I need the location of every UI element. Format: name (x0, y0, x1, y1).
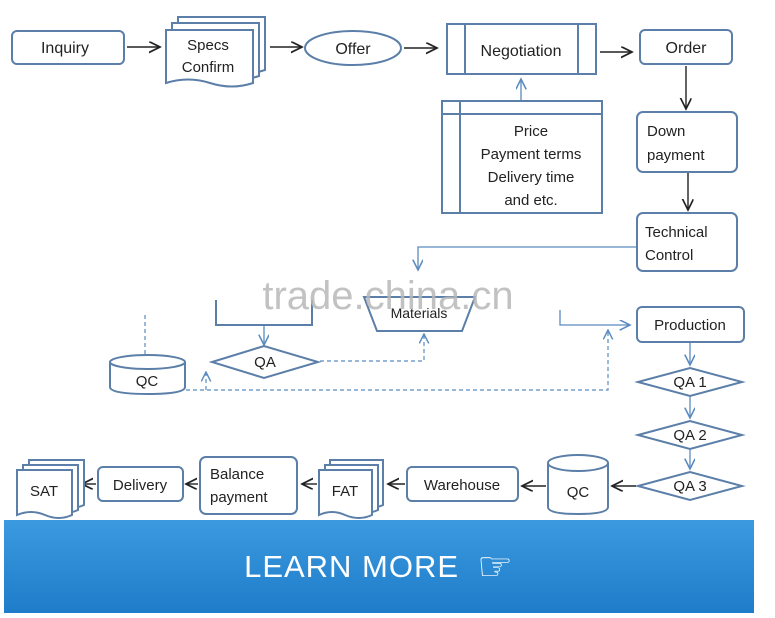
qc-bottom-node: QC (547, 454, 609, 516)
svg-text:QA 3: QA 3 (673, 478, 706, 495)
svg-text:Delivery: Delivery (113, 477, 168, 494)
technical-control-node: Technical Control (636, 212, 738, 272)
qa-node: QA (208, 344, 322, 380)
svg-text:Delivery time: Delivery time (488, 169, 575, 186)
qc-left-node: QC (109, 354, 186, 396)
svg-text:payment: payment (647, 147, 705, 164)
svg-text:QA 1: QA 1 (673, 374, 706, 391)
inquiry-node: Inquiry (11, 30, 125, 65)
qa1-node: QA 1 (634, 366, 746, 398)
offer-node: Offer (304, 30, 402, 66)
svg-text:Balance: Balance (210, 466, 264, 483)
learn-more-button[interactable]: LEARN MORE ☞ (4, 520, 754, 613)
negotiation-items-node: Price Payment terms Delivery time and et… (441, 100, 603, 214)
learn-more-label: LEARN MORE (244, 548, 460, 584)
svg-text:Down: Down (647, 123, 685, 140)
svg-text:FAT: FAT (332, 483, 358, 500)
svg-text:QA 2: QA 2 (673, 427, 706, 444)
specs-confirm-node: Specs Confirm (165, 16, 266, 88)
svg-text:SAT: SAT (30, 483, 58, 500)
svg-text:Order: Order (666, 40, 708, 57)
svg-text:Warehouse: Warehouse (424, 477, 500, 494)
qa2-node: QA 2 (634, 419, 746, 451)
svg-text:payment: payment (210, 489, 268, 506)
sat-node: SAT (16, 459, 85, 519)
fat-node: FAT (318, 459, 384, 519)
svg-text:QC: QC (136, 373, 159, 390)
negotiation-node: Negotiation (446, 23, 597, 75)
svg-text:and etc.: and etc. (504, 192, 557, 209)
svg-text:Materials: Materials (391, 305, 448, 321)
watermark-text: trade.china.cn (262, 274, 513, 318)
svg-text:Technical: Technical (645, 224, 708, 241)
svg-text:Production: Production (654, 317, 726, 334)
delivery-node: Delivery (97, 466, 184, 502)
svg-text:Offer: Offer (335, 41, 371, 58)
learn-more-banner[interactable]: LEARN MORE ☞ (4, 520, 754, 613)
svg-text:Payment terms: Payment terms (481, 146, 582, 163)
svg-text:Price: Price (514, 123, 548, 140)
svg-text:QA: QA (254, 354, 276, 371)
pointing-hand-icon: ☞ (477, 544, 514, 589)
svg-text:Control: Control (645, 247, 693, 264)
svg-text:Negotiation: Negotiation (481, 43, 562, 60)
warehouse-node: Warehouse (406, 466, 519, 502)
svg-text:Specs: Specs (187, 37, 229, 54)
svg-text:Inquiry: Inquiry (41, 40, 89, 57)
production-node: Production (636, 306, 745, 343)
materials-node: Materials (362, 296, 477, 332)
balance-payment-node: Balance payment (199, 456, 298, 515)
qa3-node: QA 3 (634, 470, 746, 502)
down-payment-node: Down payment (636, 111, 738, 173)
order-node: Order (639, 29, 733, 65)
svg-text:QC: QC (567, 484, 590, 501)
svg-text:Confirm: Confirm (182, 59, 235, 76)
